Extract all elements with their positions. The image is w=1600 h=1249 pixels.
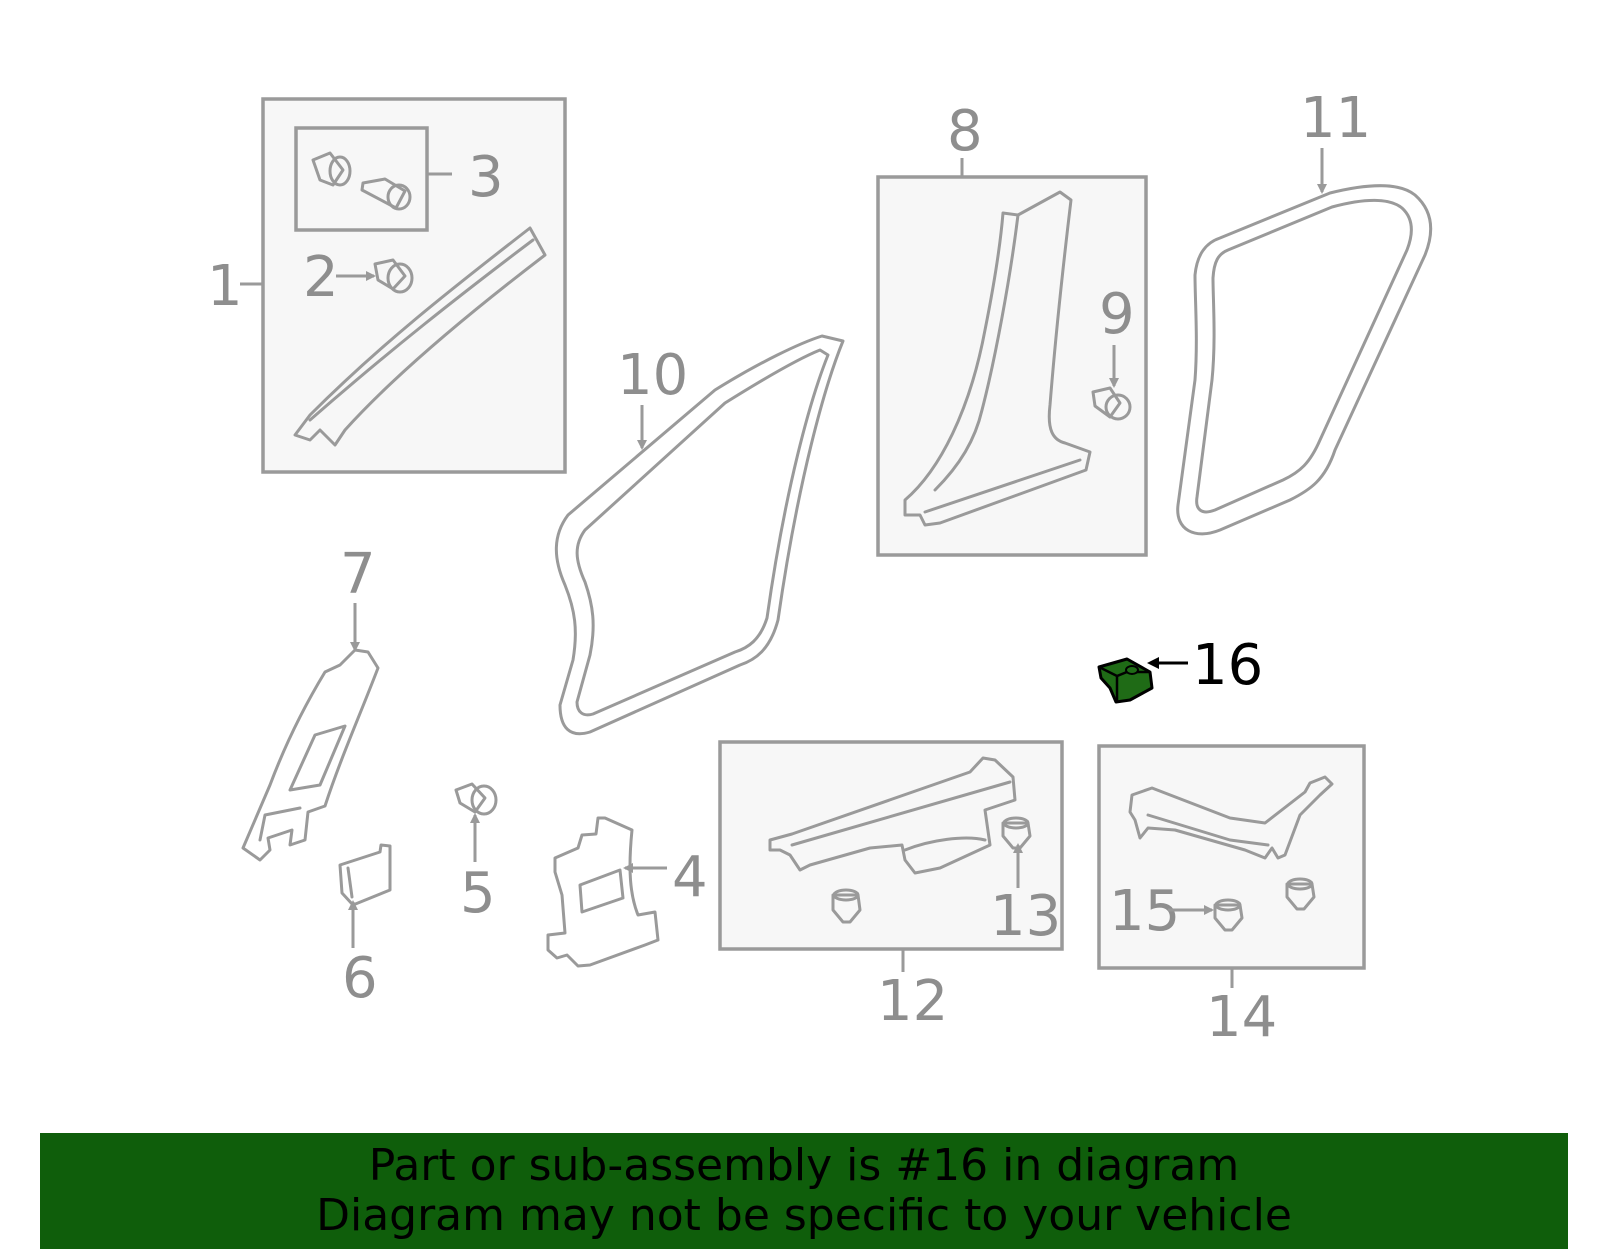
svg-text:4: 4 [672,845,708,910]
svg-text:8: 8 [947,99,983,164]
svg-text:1: 1 [207,254,243,319]
svg-text:11: 11 [1300,86,1371,151]
svg-text:3: 3 [468,145,504,210]
svg-text:16: 16 [1192,633,1263,698]
label-7: 7 [340,542,376,652]
svg-text:5: 5 [460,861,496,926]
part-10-weatherstrip [554,334,845,736]
svg-text:7: 7 [340,542,376,607]
info-banner: Part or sub-assembly is #16 in diagram D… [40,1133,1568,1249]
label-1: 1 [207,254,263,319]
part-7-pillar-trim [241,648,380,862]
part-16-highlighted[interactable] [1097,657,1154,704]
part-14-group-box [1097,744,1366,970]
svg-text:14: 14 [1206,985,1277,1050]
label-2: 2 [303,245,376,310]
label-11: 11 [1300,86,1371,194]
svg-text:10: 10 [617,343,688,408]
part-5-clip [454,782,498,816]
part-6-clip [338,843,392,907]
banner-line-disclaimer: Diagram may not be specific to your vehi… [316,1190,1292,1241]
label-12: 12 [877,949,948,1034]
part-1-group-box [261,97,567,474]
svg-text:9: 9 [1099,282,1135,347]
svg-text:6: 6 [342,946,378,1011]
part-8-group-box [876,175,1148,557]
label-3: 3 [427,145,504,210]
label-10: 10 [617,343,688,450]
label-5: 5 [460,813,496,926]
label-14: 14 [1206,968,1277,1050]
part-4-bracket [546,816,660,968]
part-11-weatherstrip [1176,184,1433,536]
banner-line-part-number: Part or sub-assembly is #16 in diagram [368,1140,1240,1191]
label-8: 8 [947,99,983,177]
label-6: 6 [342,900,378,1011]
svg-text:13: 13 [990,884,1061,949]
label-13: 13 [990,843,1061,949]
svg-text:2: 2 [303,245,339,310]
label-15: 15 [1109,879,1214,944]
label-9: 9 [1099,282,1135,388]
svg-text:12: 12 [877,969,948,1034]
part-12-group-box [718,740,1064,951]
label-16: 16 [1147,633,1263,698]
label-4: 4 [623,845,708,910]
